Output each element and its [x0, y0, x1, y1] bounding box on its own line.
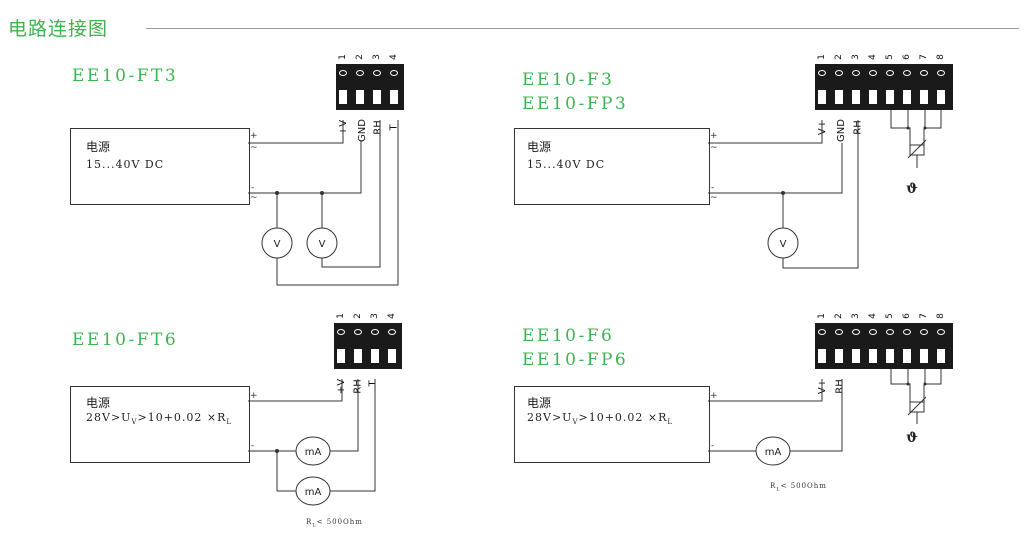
junction-dot: [906, 126, 910, 130]
power-supply-box: [514, 386, 710, 463]
junction-dot: [320, 191, 324, 195]
load-resistance-note: RL< 500Ohm: [770, 482, 827, 493]
ammeter-symbol: [755, 436, 791, 466]
wire-ft6-rh: [330, 379, 359, 452]
meter-label: mA: [765, 447, 782, 458]
wire-ft3-plus: [248, 120, 344, 144]
wire-f6-plus: [708, 379, 823, 402]
junction-dot: [923, 126, 927, 130]
psu-label: 电源: [527, 140, 552, 154]
power-supply-box: [70, 386, 250, 463]
psu-minus-marker: -: [251, 183, 254, 193]
page-title: 电路连接图: [8, 18, 109, 40]
wire-f6-rh: [790, 379, 843, 452]
psu-minus-marker: -: [711, 441, 714, 451]
psu-spec: 28V>UV>10+0.02 ×RL: [86, 411, 233, 427]
psu-plus-marker: +: [710, 131, 718, 141]
power-supply-box: [70, 128, 250, 205]
junction-dot: [923, 382, 927, 386]
model-ee10-f6: EE10-F6: [522, 326, 615, 346]
junction-dot: [781, 191, 785, 195]
voltmeter-symbol: [306, 227, 338, 259]
power-supply-box: [514, 128, 710, 205]
wire-ft6-t: [330, 379, 376, 492]
wire-f3-gnd: [708, 143, 843, 194]
voltmeter-symbol: [261, 227, 293, 259]
temperature-sensor-symbol: ϑ: [906, 430, 918, 446]
meter-label: mA: [305, 447, 322, 458]
model-ee10-ft3: EE10-FT3: [72, 66, 179, 86]
junction-dot: [906, 382, 910, 386]
wire-f3-plus: [708, 120, 823, 144]
meter-label: V: [780, 239, 787, 250]
psu-ac-marker: ~: [710, 143, 718, 153]
meter-label: V: [274, 239, 281, 250]
wire-ft3-gnd: [248, 140, 362, 194]
psu-ac-marker: ~: [710, 193, 718, 203]
psu-plus-marker: +: [250, 131, 258, 141]
psu-ac-marker: ~: [250, 143, 258, 153]
psu-label: 电源: [86, 140, 111, 154]
temperature-sensor-symbol: ϑ: [906, 181, 918, 197]
psu-label: 电源: [86, 396, 111, 410]
meter-label: V: [319, 239, 326, 250]
psu-spec: 15...40V DC: [527, 158, 606, 171]
load-resistance-note: RL< 500Ohm: [306, 518, 363, 529]
junction-dot: [275, 449, 279, 453]
psu-plus-marker: +: [250, 391, 258, 401]
wire-ft3-t: [276, 120, 399, 286]
psu-label: 电源: [527, 396, 552, 410]
psu-minus-marker: -: [251, 441, 254, 451]
model-ee10-ft6: EE10-FT6: [72, 330, 179, 350]
model-ee10-fp3: EE10-FP3: [522, 94, 629, 114]
wire-f3-rh: [782, 120, 859, 269]
psu-minus-marker: -: [711, 183, 714, 193]
voltmeter-symbol: [767, 227, 799, 259]
psu-spec: 15...40V DC: [86, 158, 165, 171]
ammeter-symbol: [295, 476, 331, 506]
wire-ft3-rh: [321, 120, 381, 268]
model-ee10-f3: EE10-F3: [522, 70, 615, 90]
wire-ft6-plus: [248, 379, 343, 402]
ammeter-symbol: [295, 436, 331, 466]
psu-plus-marker: +: [710, 391, 718, 401]
model-ee10-fp6: EE10-FP6: [522, 350, 629, 370]
meter-label: mA: [305, 487, 322, 498]
junction-dot: [275, 191, 279, 195]
title-rule: [146, 28, 1019, 29]
psu-spec: 28V>UV>10+0.02 ×RL: [527, 411, 674, 427]
psu-ac-marker: ~: [250, 193, 258, 203]
